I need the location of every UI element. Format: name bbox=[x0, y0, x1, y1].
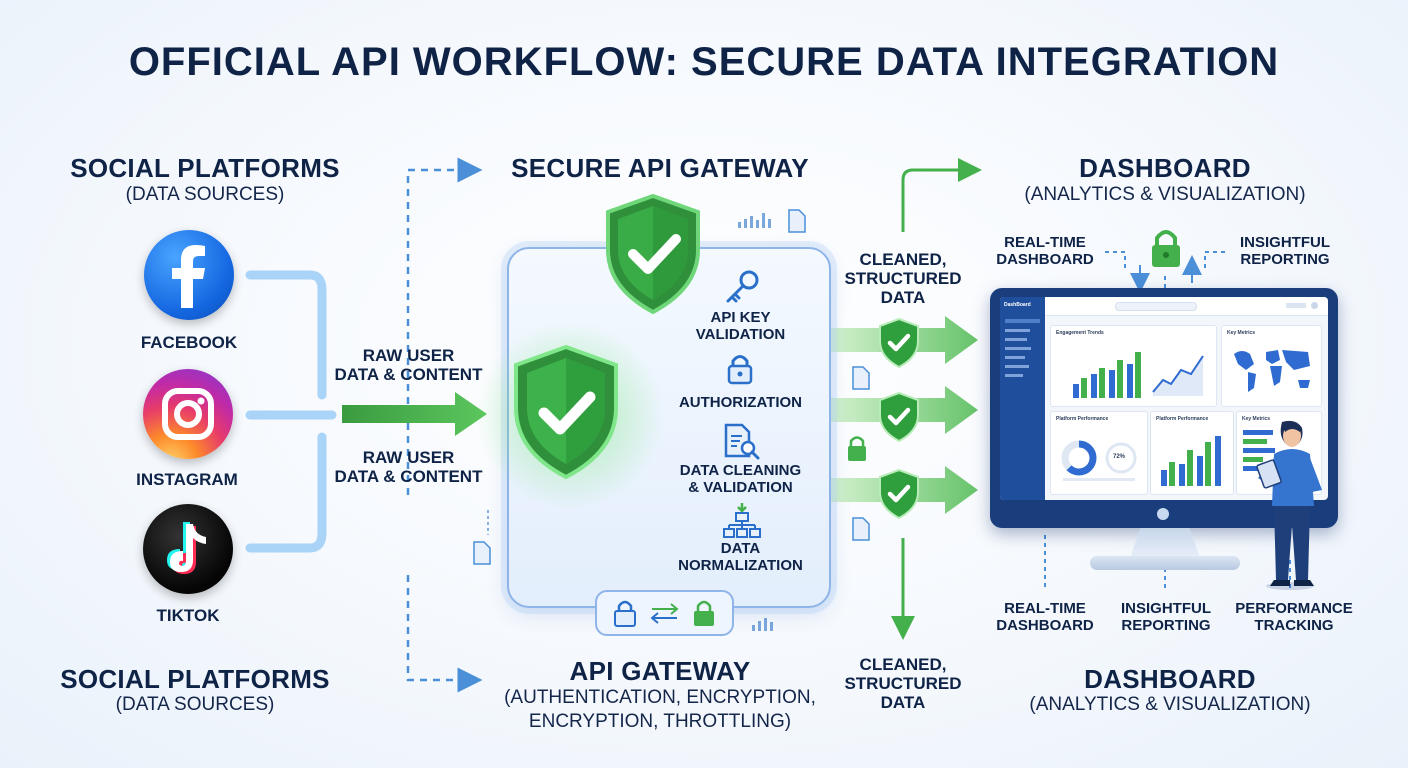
raw-data-arrow bbox=[342, 392, 487, 436]
dashboard-subheading-bottom: (ANALYTICS & VISUALIZATION) bbox=[1029, 694, 1311, 715]
tiktok-icon[interactable] bbox=[143, 504, 233, 594]
dashboard-topbar bbox=[1045, 297, 1328, 316]
gateway-heading-bottom: API GATEWAY bbox=[569, 656, 751, 686]
sources-subheading-top: (DATA SOURCES) bbox=[125, 184, 285, 205]
gateway-subheading-1: (AUTHENTICATION, ENCRYPTION, bbox=[504, 687, 816, 708]
dashboard-logo: DashBoard bbox=[1004, 302, 1031, 308]
analyst-person-illustration bbox=[1256, 420, 1322, 590]
source-bracket bbox=[245, 270, 337, 553]
sources-heading-top: SOCIAL PLATFORMS bbox=[70, 153, 340, 183]
shield-icon-small-2 bbox=[879, 391, 919, 443]
gateway-subheading-2: ENCRYPTION, THROTTLING) bbox=[528, 711, 792, 732]
lock-decoration bbox=[848, 436, 866, 461]
donut-value: 72% bbox=[1113, 454, 1126, 460]
card-platform-performance-1: Platform Performance 72% bbox=[1050, 411, 1148, 495]
step-authorization-label: AUTHORIZATION bbox=[678, 394, 803, 411]
lock-icon-dashboard bbox=[1152, 230, 1180, 267]
monitor-base bbox=[1090, 556, 1240, 570]
shield-icon-small-3 bbox=[879, 468, 919, 520]
dashboard-subheading-top: (ANALYTICS & VISUALIZATION) bbox=[1024, 184, 1306, 205]
document-decorations bbox=[473, 209, 870, 565]
page-title: OFFICIAL API WORKFLOW: SECURE DATA INTEG… bbox=[128, 40, 1280, 84]
dashboard-heading-bottom: DASHBOARD bbox=[1084, 664, 1256, 694]
key-icon bbox=[726, 270, 759, 303]
document-search-icon bbox=[724, 423, 760, 460]
dashed-connector-bottom bbox=[406, 575, 483, 693]
shield-icon-main bbox=[514, 344, 618, 480]
monitor-stand bbox=[1130, 528, 1200, 558]
facebook-icon[interactable] bbox=[144, 230, 234, 320]
step-data-cleaning-label: DATA CLEANING& VALIDATION bbox=[679, 462, 802, 496]
shield-icon-small-1 bbox=[879, 317, 919, 369]
monitor-power-dot bbox=[1157, 508, 1169, 520]
shield-icon-top bbox=[606, 193, 700, 315]
lock-icon-right bbox=[694, 600, 714, 626]
dashboard-heading-top: DASHBOARD bbox=[1079, 153, 1251, 183]
instagram-label: INSTAGRAM bbox=[136, 470, 238, 489]
hierarchy-icon bbox=[723, 503, 761, 538]
facebook-label: FACEBOOK bbox=[140, 333, 238, 352]
sources-subheading-bottom: (DATA SOURCES) bbox=[115, 694, 275, 715]
dashboard-sidebar: DashBoard bbox=[1000, 297, 1045, 500]
card-platform-performance-2: Platform Performance bbox=[1150, 411, 1234, 495]
card-engagement-trends: Engagement Trends bbox=[1050, 325, 1217, 407]
lock-icon bbox=[727, 355, 753, 385]
lock-icon-left bbox=[614, 600, 636, 627]
gateway-heading-top: SECURE API GATEWAY bbox=[511, 153, 809, 183]
signal-decorations bbox=[738, 213, 773, 631]
green-up-connector bbox=[901, 158, 982, 232]
tiktok-label: TIKTOK bbox=[156, 606, 220, 625]
dashed-connector-top bbox=[406, 157, 483, 495]
encryption-lock-bar bbox=[595, 590, 734, 636]
sources-heading-bottom: SOCIAL PLATFORMS bbox=[60, 664, 330, 694]
card-key-metrics-top: Key Metrics bbox=[1221, 325, 1322, 407]
instagram-icon[interactable] bbox=[143, 369, 233, 459]
